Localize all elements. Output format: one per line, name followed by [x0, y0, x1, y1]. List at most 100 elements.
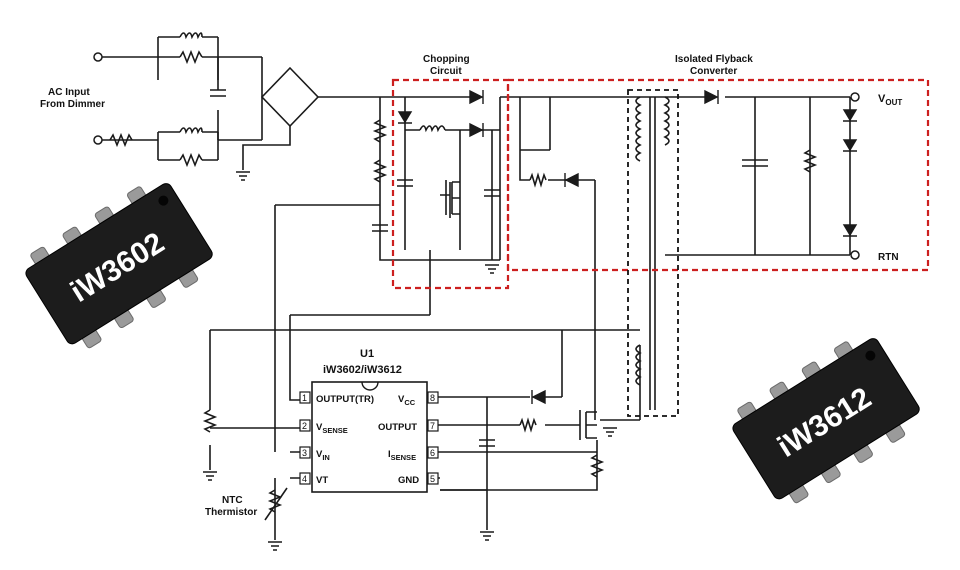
capacitor-symbol — [484, 189, 500, 197]
ground-symbols — [203, 171, 617, 551]
resistor-symbol — [372, 159, 388, 183]
ic-notch — [361, 381, 379, 391]
vout-label: VOUT — [878, 93, 902, 107]
ic-pin-6: 6 ISENSE — [388, 446, 439, 462]
inductor-symbol — [419, 125, 446, 133]
capacitor-symbol — [372, 224, 388, 232]
ntc-label-line2: Thermistor — [205, 507, 257, 518]
diodes — [397, 89, 858, 405]
labels: AC Input From Dimmer Chopping Circuit Is… — [40, 54, 902, 518]
led-symbol — [842, 109, 858, 122]
ic-pin-number: 8 — [430, 393, 435, 403]
ic-pin-number: 3 — [302, 448, 307, 458]
capacitor-symbol — [397, 179, 413, 187]
ground-icon — [236, 171, 250, 181]
primary-winding — [635, 96, 642, 162]
mosfets — [445, 180, 597, 440]
chopping-label: Chopping — [423, 54, 470, 65]
led-symbol — [842, 224, 858, 237]
chip-photo-iw3612: iW3612 — [732, 338, 920, 504]
ground-icon — [603, 427, 617, 437]
chip-photo-iw3602: iW3602 — [25, 183, 213, 349]
resistor-symbol — [519, 417, 537, 433]
ground-icon — [480, 531, 494, 541]
diode-symbol — [469, 89, 484, 105]
led-symbol — [842, 139, 858, 152]
ic-body — [311, 381, 428, 493]
diode-symbol — [704, 89, 719, 105]
ic-pin-label: VCC — [398, 394, 416, 407]
ic-pin-label: OUTPUT — [378, 422, 417, 433]
ic-pin-number: 7 — [430, 421, 435, 431]
diode-symbol — [469, 122, 484, 138]
ic-pin-5: 5 GND — [398, 472, 439, 486]
diode-symbol — [531, 389, 546, 405]
ic-pin-4: 4 VT — [299, 472, 328, 486]
ic-pin-label: ISENSE — [388, 449, 416, 462]
diode-symbol — [564, 172, 579, 188]
ic-pin-number: 6 — [430, 448, 435, 458]
ac-terminal-bottom — [93, 135, 103, 145]
flyback-label-line2: Converter — [690, 66, 737, 77]
ic-pin-number: 1 — [302, 393, 307, 403]
wires — [102, 36, 851, 540]
ground-icon — [485, 264, 499, 274]
terminals — [93, 52, 860, 260]
resistor-symbol — [179, 152, 203, 168]
inductor-symbol — [179, 127, 203, 135]
ic-pin-number: 4 — [302, 474, 307, 484]
secondary-winding — [663, 96, 670, 146]
ntc-label: NTC — [222, 495, 243, 506]
ic-pin-label: OUTPUT(TR) — [316, 394, 374, 405]
resistor-symbol — [202, 409, 218, 433]
transformer-isolation-boundary — [627, 89, 679, 417]
isolated-flyback-block — [506, 78, 930, 272]
ic-pin-8: 8 VCC — [398, 391, 439, 407]
chopping-circuit-block — [391, 78, 510, 290]
ic-pin-label: VSENSE — [316, 422, 348, 435]
resistor-symbol — [529, 172, 547, 188]
chip-body — [732, 338, 920, 500]
ground-icon — [268, 541, 282, 551]
resistor-symbol — [267, 489, 283, 513]
chip-pin1-dot — [865, 350, 876, 361]
aux-winding — [635, 344, 642, 386]
ic-pin-1: 1 OUTPUT(TR) — [299, 391, 374, 405]
ac-terminal-top — [93, 52, 103, 62]
resistor-symbol — [589, 454, 605, 478]
components — [109, 32, 818, 478]
inductor-symbol — [179, 32, 203, 40]
capacitor-symbol — [210, 89, 226, 97]
resistor-symbol — [179, 49, 203, 65]
flyback-label: Isolated Flyback — [675, 54, 753, 65]
ic-pin-label: VT — [316, 475, 328, 486]
chip-body — [25, 183, 213, 345]
vout-terminal — [850, 92, 860, 102]
rtn-label: RTN — [878, 252, 899, 263]
ac-input-label: AC Input — [48, 87, 90, 98]
resistor-symbol — [802, 149, 818, 173]
ic-pin-number: 5 — [430, 474, 435, 484]
controller-ic: U1 iW3602/iW3612 1 OUTPUT(TR) 2 VSENSE 3… — [299, 348, 439, 493]
ic-pin-label: VIN — [316, 449, 330, 462]
resistor-symbol — [372, 119, 388, 143]
ic-pin-3: 3 VIN — [299, 446, 330, 462]
chip-pin1-dot — [158, 195, 169, 206]
ic-pin-7: 7 OUTPUT — [378, 419, 439, 433]
resistor-symbol — [109, 132, 133, 148]
transformer — [635, 96, 670, 410]
ground-icon — [203, 471, 217, 481]
capacitor-symbol — [742, 159, 768, 167]
mosfet-symbol — [579, 410, 597, 440]
ic-ref: U1 — [360, 348, 374, 360]
ic-pin-label: GND — [398, 475, 419, 486]
ntc-thermistor — [264, 487, 288, 521]
rtn-terminal — [850, 250, 860, 260]
diode-symbol — [397, 111, 413, 124]
ic-pin-2: 2 VSENSE — [299, 419, 348, 435]
ic-pin-number: 2 — [302, 421, 307, 431]
chopping-label-line2: Circuit — [430, 66, 462, 77]
capacitor-symbol — [479, 439, 495, 447]
mosfet-symbol — [445, 180, 460, 215]
